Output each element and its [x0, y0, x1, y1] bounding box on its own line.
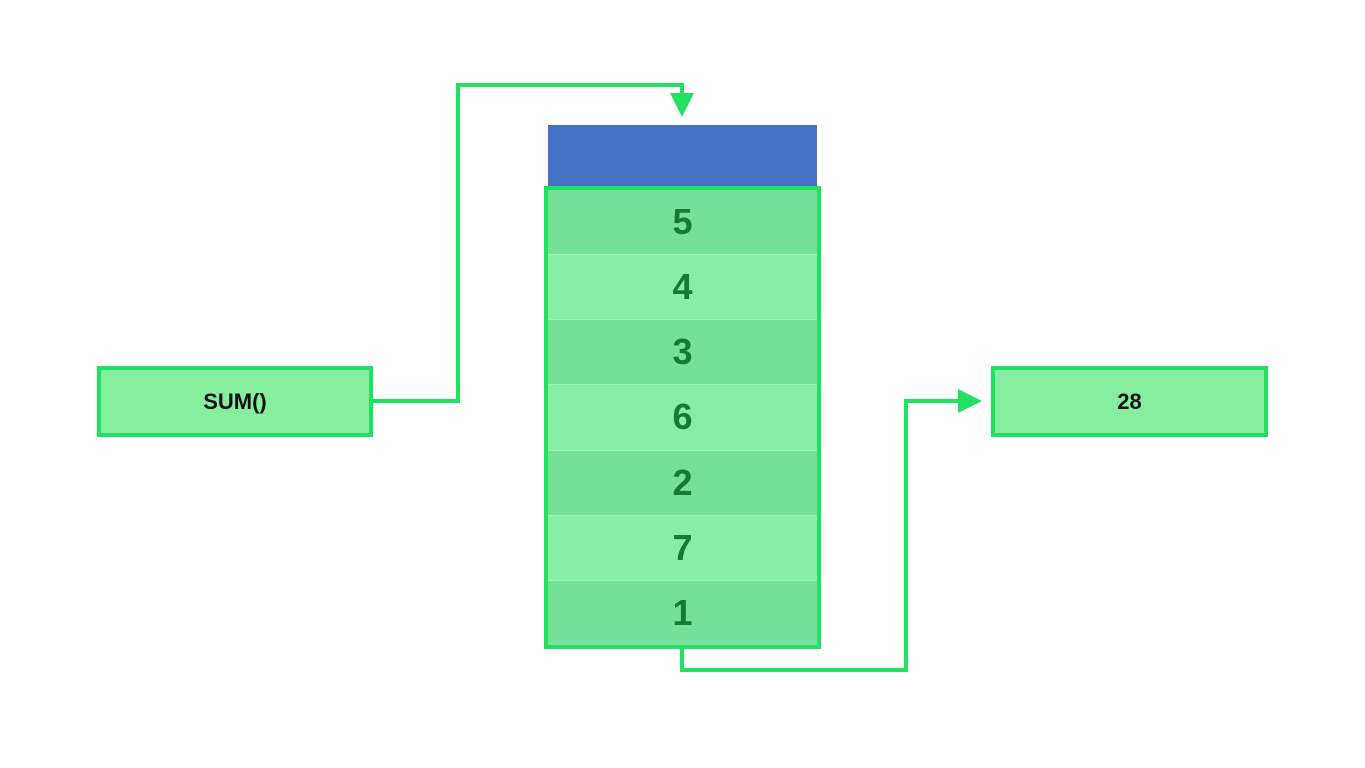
value-cell: 1: [548, 580, 817, 645]
value-cell-text: 2: [672, 461, 693, 503]
value-cell: 6: [548, 385, 817, 451]
value-cell-text: 3: [672, 331, 693, 373]
value-cell: 5: [548, 190, 817, 256]
result-box: 28: [991, 366, 1268, 437]
value-column: 5 4 3 6 2 7 1: [544, 186, 821, 649]
value-cell: 3: [548, 320, 817, 386]
value-cell: 7: [548, 515, 817, 581]
result-label: 28: [1117, 388, 1142, 414]
output-arrow: [680, 389, 982, 672]
column-header: [548, 125, 817, 188]
value-cell-text: 6: [672, 396, 693, 438]
input-arrow: [373, 83, 694, 403]
value-cell: 2: [548, 450, 817, 516]
value-cell: 4: [548, 255, 817, 321]
function-box: SUM(): [97, 366, 373, 437]
value-cell-text: 4: [672, 266, 693, 308]
function-label: SUM(): [203, 388, 267, 414]
value-cell-text: 1: [672, 591, 693, 633]
value-cell-text: 7: [672, 526, 693, 568]
value-cell-text: 5: [672, 201, 693, 243]
